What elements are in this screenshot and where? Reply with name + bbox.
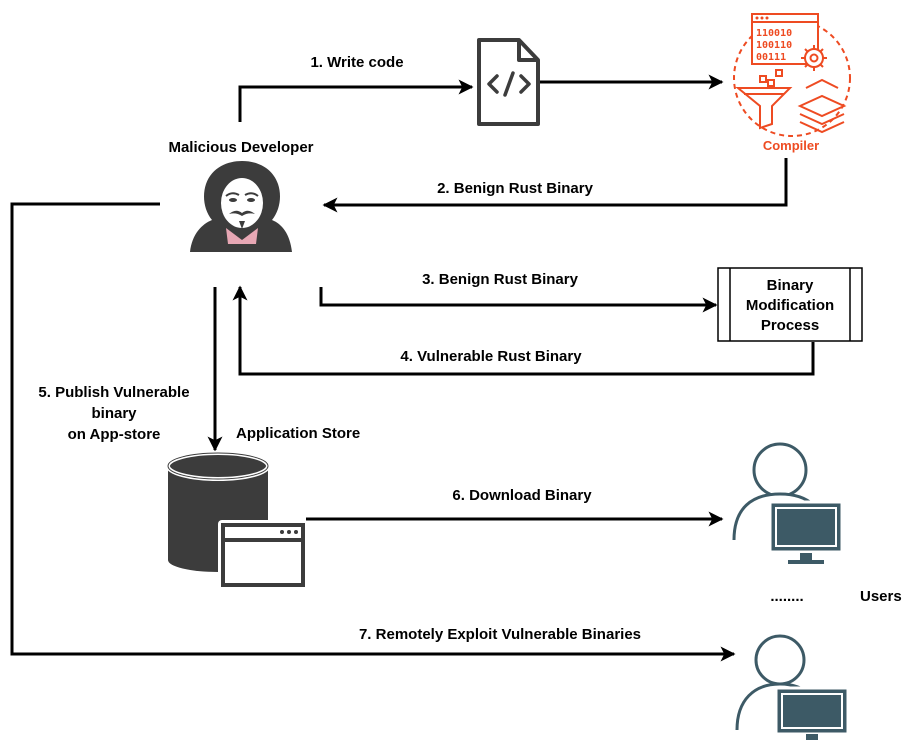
edge-label-vulnerable-binary: 4. Vulnerable Rust Binary [400,348,582,365]
edge-write-code [238,79,474,122]
edge-label-publish-line2: binary [91,405,137,422]
modifier-label-line2: Modification [746,297,834,314]
edge-benign-binary-return [322,158,788,213]
svg-text:100110: 100110 [756,40,792,51]
edge-vulnerable-binary-return [232,285,815,376]
database-window-icon [166,451,308,590]
users-label: Users [860,588,902,605]
user-computer-icon [732,442,844,564]
developer-label: Malicious Developer [168,139,313,156]
edge-label-benign-binary-3: 3. Benign Rust Binary [422,271,579,288]
modifier-label-line1: Binary [767,277,814,294]
compiler-label: Compiler [763,138,819,153]
compiler-icon: 110010 100110 00111 [733,13,851,137]
edge-label-write-code: 1. Write code [310,54,403,71]
edge-benign-binary-to-modifier [319,287,718,313]
edge-label-remote-exploit: 7. Remotely Exploit Vulnerable Binaries [359,626,641,643]
hacker-icon [190,161,292,252]
edge-label-publish-line1: 5. Publish Vulnerable [38,384,189,401]
svg-text:00111: 00111 [756,52,786,63]
modifier-label-line3: Process [761,317,819,334]
store-label: Application Store [236,425,360,442]
edge-remote-exploit [10,202,736,662]
svg-text:110010: 110010 [756,28,792,39]
edge-label-download: 6. Download Binary [452,487,592,504]
users-ellipsis: ........ [770,588,803,605]
edge-label-benign-binary-2: 2. Benign Rust Binary [437,180,594,197]
code-file-icon [477,38,540,126]
binary-modification-process-box [717,267,863,342]
edge-label-publish-line3: on App-store [68,426,161,443]
user-computer-icon [735,634,850,740]
